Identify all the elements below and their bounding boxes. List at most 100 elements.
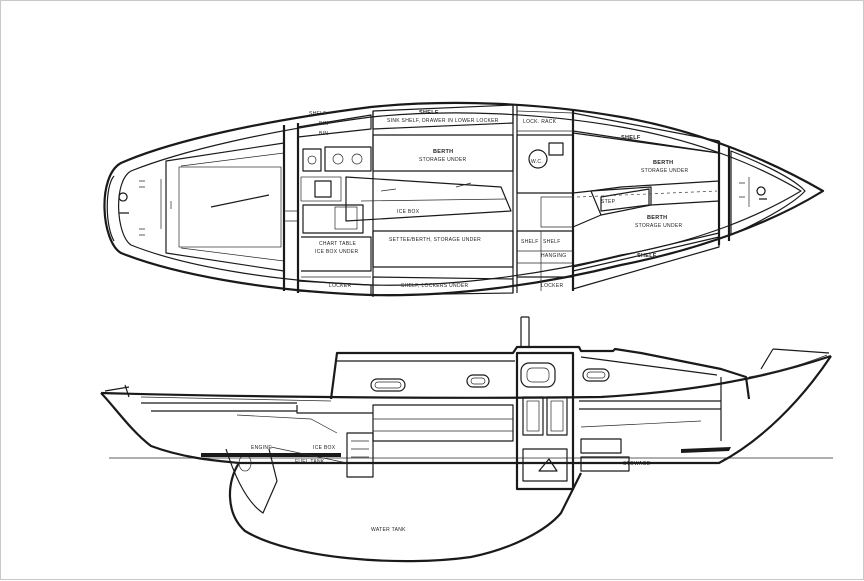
label-bin: BIN <box>319 121 328 127</box>
aft-cabin-line <box>296 405 373 414</box>
berth-starboard <box>372 134 514 172</box>
label-lock-rack: LOCK. RACK <box>523 119 557 125</box>
label-shelf-port: SHELF <box>309 111 327 117</box>
portlight <box>370 378 406 392</box>
stove-burner <box>332 153 344 165</box>
label-settee: SETTEE/BERTH, STORAGE UNDER <box>389 237 481 243</box>
profile-view: WATER TANK FUEL TANK STOWAGE ENGINE ICE … <box>100 316 833 563</box>
head-toilet-box <box>522 448 568 482</box>
forepeak-shelf <box>580 420 702 428</box>
head-basin <box>548 142 564 156</box>
bin-aft <box>297 114 372 138</box>
bow-stem <box>748 354 828 378</box>
stern-cleat <box>118 192 129 214</box>
hull-profile <box>100 355 832 465</box>
forepeak-locker <box>580 438 622 454</box>
label-icebox: ICE BOX <box>397 209 420 215</box>
saloon-table <box>345 176 512 222</box>
galley-sink-2 <box>314 180 332 198</box>
bow-fitting <box>739 177 750 207</box>
companion-hatch-inner <box>526 367 550 383</box>
keel <box>228 462 582 563</box>
berth-port <box>372 230 514 268</box>
label-shelf-bow-low: SHELF <box>637 253 657 259</box>
cabin-roof <box>337 356 718 376</box>
companionway <box>284 210 298 222</box>
stern-pulpit <box>104 384 130 398</box>
label-stowage: STOWAGE <box>623 461 651 467</box>
label-sink-shelf: SINK SHELF, DRAWER IN LOWER LOCKER <box>387 118 499 124</box>
head-door-lower <box>546 396 568 436</box>
label-berth-bow-lower-sub: STORAGE UNDER <box>635 223 683 229</box>
cockpit-tiller <box>210 194 270 208</box>
cockpit-well <box>178 166 282 248</box>
saloon-table-leaf <box>360 198 507 202</box>
galley-counter <box>300 176 342 202</box>
forepeak-berth <box>579 400 721 410</box>
portlight-inner <box>374 381 402 389</box>
plan-view: SHELF SINK SHELF, DRAWER IN LOWER LOCKER… <box>103 101 825 297</box>
forepeak-locker-lower <box>580 456 630 472</box>
label-bin-2: BIN <box>319 131 328 137</box>
shelf-port <box>372 276 514 296</box>
label-water-tank: WATER TANK <box>371 527 406 533</box>
label-locker-fwd: LOCKER <box>541 283 563 289</box>
portlight <box>582 368 610 382</box>
shelf-bow <box>572 112 720 154</box>
stern-fitting <box>139 179 172 236</box>
head-door-panel <box>550 400 564 432</box>
prop-shaft <box>270 446 348 464</box>
cabin-trunk <box>329 345 751 400</box>
plan-detail-lines <box>380 182 472 192</box>
boot-stripe <box>201 447 731 457</box>
portlight <box>466 374 490 388</box>
label-berth-main: BERTH <box>433 149 453 155</box>
stove-burner <box>351 153 363 165</box>
vberth-step <box>600 188 650 212</box>
label-shelf-top: SHELF <box>419 110 439 116</box>
label-shelf-bow: SHELF <box>621 135 641 141</box>
sink-drain <box>307 155 317 165</box>
label-engine: ENGINE <box>251 445 272 451</box>
label-chart-table-sub: ICE BOX UNDER <box>315 249 358 255</box>
head-door-upper <box>522 396 544 436</box>
cockpit-floor <box>141 402 297 412</box>
forepeak-floor <box>576 190 718 198</box>
head-toilet <box>538 458 558 472</box>
portlight-inner <box>470 377 486 385</box>
label-hanging: HANGING <box>541 253 566 259</box>
head-door-panel <box>526 400 540 432</box>
companion-hatch <box>520 362 556 388</box>
interior-saloon-floor <box>373 418 513 432</box>
label-icebox-profile: ICE BOX <box>313 445 336 451</box>
cockpit-seat <box>180 152 285 262</box>
fuel-line <box>236 414 338 434</box>
plan-transom <box>106 175 115 242</box>
label-berth-main-sub: STORAGE UNDER <box>419 157 467 163</box>
galley-sink <box>302 148 322 172</box>
interior-saloon <box>372 404 514 442</box>
label-berth-bow-upper-sub: STORAGE UNDER <box>641 168 689 174</box>
bulkhead-main <box>372 105 518 297</box>
locker-top <box>516 110 574 132</box>
bin-lower <box>297 280 372 296</box>
head-hatch <box>540 196 574 228</box>
shelf-top <box>372 104 514 130</box>
label-berth-bow-upper: BERTH <box>653 160 673 166</box>
bow-cleat <box>756 186 767 200</box>
head-bulkhead <box>515 351 575 491</box>
label-shelf-sm: SHELF <box>521 239 539 245</box>
shelf-bow-low <box>572 236 720 290</box>
engine-box <box>346 432 374 478</box>
bow-anchor-locker <box>730 150 806 236</box>
plan-hull-inner <box>118 112 802 286</box>
coaming <box>140 396 332 402</box>
label-berth-bow-lower: BERTH <box>647 215 667 221</box>
label-chart-table: CHART TABLE <box>319 241 356 247</box>
label-shelf-lockers: SHELF, LOCKERS UNDER <box>401 283 468 289</box>
hanging-locker-div <box>517 231 573 291</box>
bulkhead-aft <box>282 123 300 293</box>
rudder <box>225 448 278 514</box>
